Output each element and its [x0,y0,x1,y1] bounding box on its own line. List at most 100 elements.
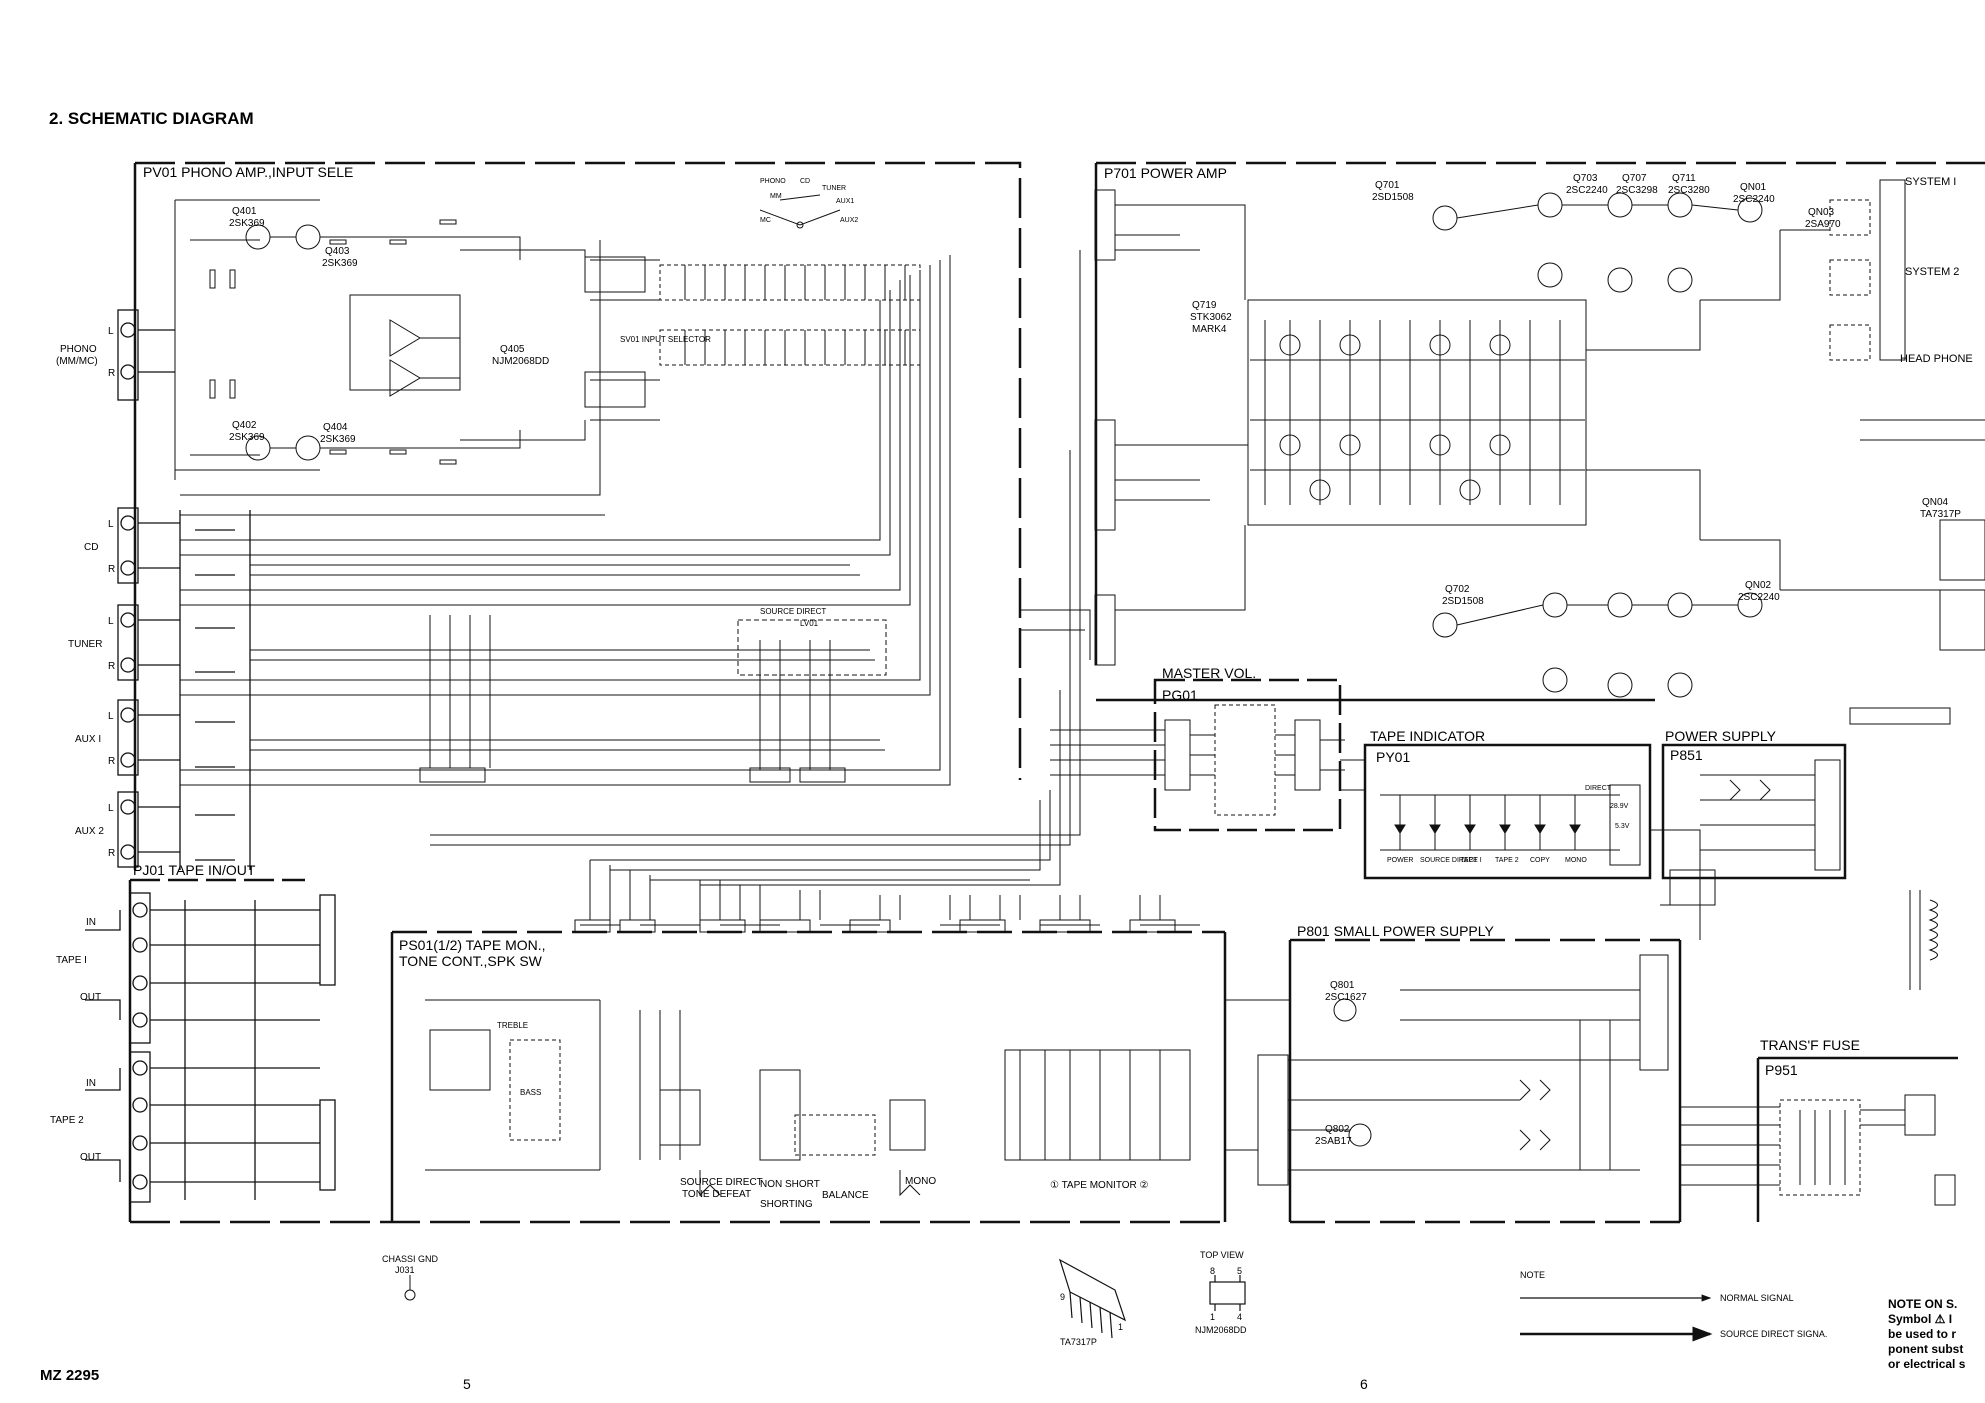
v53-label: 5.3V [1615,823,1630,830]
ps01-title-1: PS01(1/2) TAPE MON., [399,937,546,953]
qn03-part: 2SA970 [1805,219,1841,230]
master-vol-circuitry [1050,704,1345,816]
non-short-label: NON SHORT [760,1179,820,1190]
interconnect-busses [430,250,1715,1151]
source-direct-tone-label: SOURCE DIRECT [680,1177,763,1188]
section-pv01 [133,161,1022,870]
bass-label: BASS [520,1088,541,1097]
q702-part: 2SD1508 [1442,596,1484,607]
q402-label: Q402 [232,420,257,431]
q403-label: Q403 [325,246,350,257]
aux1-label: AUX I [75,734,101,745]
njm-pin8: 8 [1210,1266,1215,1276]
power-supply-title: POWER SUPPLY [1665,728,1777,744]
sv01-label: SV01 INPUT SELECTOR [620,335,711,344]
q801-part: 2SC1627 [1325,992,1367,1003]
qn04-part: TA7317P [1920,509,1961,520]
cd-label: CD [84,542,98,553]
led-label-1: SOURCE DIRECT [1420,857,1479,864]
tape-jacks [85,892,336,1203]
q403-part: 2SK369 [322,258,358,269]
p951-title: P951 [1765,1062,1798,1078]
py01-title: PY01 [1376,749,1410,765]
headphone-label: HEAD PHONE [1900,353,1973,365]
trans-fuse-title: TRANS'F FUSE [1760,1037,1860,1053]
system2-label: SYSTEM 2 [1905,266,1959,278]
input-jacks [117,309,251,870]
ps01-circuitry [425,860,1200,1197]
q402-part: 2SK369 [229,432,265,443]
p951-circuitry [1680,890,1956,1206]
be-used-note: be used to r [1888,1327,1956,1341]
njm-pin5: 5 [1237,1266,1242,1276]
section-p801 [1288,938,1682,1224]
q719-sub: MARK4 [1192,324,1227,335]
qn02-part: 2SC2240 [1738,592,1780,603]
q719-label: Q719 [1192,300,1217,311]
aux2-sel-label: AUX2 [840,217,858,224]
led-mono-icon [1569,795,1581,850]
q404-label: Q404 [323,422,348,433]
q707-part: 2SC3298 [1616,185,1658,196]
v289-label: 28.9V [1610,803,1629,810]
cd-r: R [108,564,115,575]
balance-label: BALANCE [822,1190,869,1201]
tape2-out: OUT [80,1152,101,1163]
section-tape-indicator [1363,743,1652,880]
mm-sel-label: MM [770,193,782,200]
tape1-out: OUT [80,992,101,1003]
ta7317p-pin1: 1 [1118,1322,1123,1332]
qn04-label: QN04 [1922,497,1949,508]
q711-label: Q711 [1672,173,1696,184]
tape1-label: TAPE I [56,955,87,966]
pj01-title: PJ01 TAPE IN/OUT [133,862,256,878]
shorting-label: SHORTING [760,1199,813,1210]
njm-pin4: 4 [1237,1312,1242,1322]
phono-r: R [108,368,115,379]
led-label-4: COPY [1530,857,1550,864]
tape-monitor-label: ① TAPE MONITOR ② [1050,1180,1149,1191]
qn03-label: QN03 [1808,207,1835,218]
top-view-label: TOP VIEW [1200,1250,1244,1260]
njm2068dd-label: NJM2068DD [1195,1325,1247,1335]
q401-part: 2SK369 [229,218,265,229]
tone-defeat-label: TONE DEFEAT [682,1189,751,1200]
p701-title: P701 POWER AMP [1104,165,1227,181]
ta7317p-pin9: 9 [1060,1292,1065,1302]
led-label-5: MONO [1565,857,1587,864]
q802-part: 2SAB17 [1315,1136,1352,1147]
section-power-supply [1661,743,1847,880]
njm-pin1: 1 [1210,1312,1215,1322]
q401-label: Q401 [232,206,257,217]
q405-part: NJM2068DD [492,356,549,367]
q404-part: 2SK369 [320,434,356,445]
q801-label: Q801 [1330,980,1355,991]
q701-part: 2SD1508 [1372,192,1414,203]
tuner-label: TUNER [68,639,102,650]
source-direct-signal-label: SOURCE DIRECT SIGNA. [1720,1329,1827,1339]
tape2-label: TAPE 2 [50,1115,84,1126]
tape-indicator-leds [1380,784,1641,866]
tuner-sel-label: TUNER [822,185,846,192]
qn01-label: QN01 [1740,182,1767,193]
p851-title: P851 [1670,747,1703,763]
normal-signal-label: NORMAL SIGNAL [1720,1293,1794,1303]
p801-circuitry [1257,954,1669,1186]
phono-label: PHONO [60,344,97,355]
njm2068dd-package-icon [1209,1275,1246,1311]
phono-sel-label: PHONO [760,178,786,185]
phono-l: L [108,326,114,337]
chassis-gnd [404,1275,416,1301]
tape1-in: IN [86,917,96,928]
signal-legend [1520,1294,1713,1342]
note-label: NOTE [1520,1270,1545,1280]
mono-label: MONO [905,1176,936,1187]
tape2-in: IN [86,1078,96,1089]
q703-label: Q703 [1573,173,1598,184]
q802-label: Q802 [1325,1124,1350,1135]
aux1-l: L [108,711,114,722]
q707-label: Q707 [1622,173,1647,184]
electrical-note: or electrical s [1888,1357,1966,1371]
cd-l: L [108,519,114,530]
